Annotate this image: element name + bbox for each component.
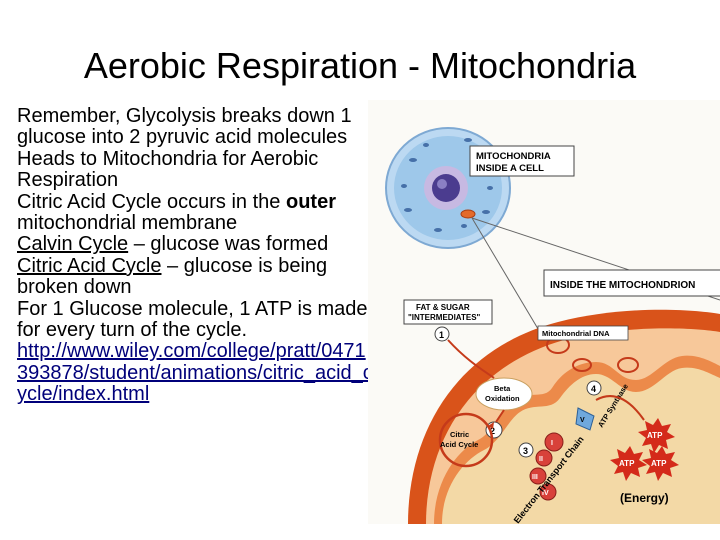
- step-marker-4: 4: [586, 380, 602, 396]
- body-text: Remember, Glycolysis breaks down 1 gluco…: [17, 105, 373, 406]
- citric-location-bold: outer: [285, 190, 336, 213]
- arrow-to-beta: [447, 339, 495, 379]
- complex-2: [535, 449, 553, 467]
- label-mito-line2: INSIDE A CELL: [476, 163, 544, 174]
- atp-burst-1: ATP: [638, 418, 675, 453]
- mitochondria-diagram: MITOCHONDRIA INSIDE A CELL INSIDE THE MI…: [368, 100, 720, 524]
- svg-text:ATP: ATP: [647, 431, 663, 440]
- svg-text:II: II: [539, 456, 543, 463]
- citric-rest: – glucose is being broken down: [17, 254, 328, 299]
- label-energy: (Energy): [620, 491, 669, 505]
- calvin-underlined: Calvin Cycle: [17, 233, 129, 256]
- paragraph-citric-location: Citric Acid Cycle occurs in the outer mi…: [17, 190, 373, 235]
- label-inside-text: INSIDE THE MITOCHONDRION: [550, 280, 695, 291]
- arrow-to-atp: [595, 395, 645, 421]
- arrow-to-citric: [495, 409, 505, 423]
- label-fat-sugar-line1: FAT & SUGAR: [416, 303, 470, 312]
- complex-4: [539, 483, 557, 501]
- complex-1: [544, 432, 564, 452]
- citric-underlined: Citric Acid Cycle: [17, 254, 162, 277]
- paragraph-calvin: Calvin Cycle – glucose was formed: [17, 234, 373, 255]
- citric-location-post: mitochondrial membrane: [17, 212, 238, 235]
- atp-synthase-complex: [575, 407, 595, 431]
- matrix: [442, 367, 720, 524]
- svg-text:3: 3: [523, 446, 528, 456]
- label-fat-sugar-line2: "INTERMEDIATES": [408, 313, 481, 322]
- svg-text:III: III: [532, 474, 538, 481]
- svg-text:IV: IV: [542, 490, 549, 497]
- complex-3: [529, 467, 547, 485]
- svg-text:I: I: [551, 440, 553, 447]
- label-oxidation: Oxidation: [485, 394, 520, 403]
- mitochondrion: [408, 309, 720, 524]
- citric-location-pre: Citric Acid Cycle occurs in the: [17, 190, 286, 213]
- atp-burst-3: ATP: [642, 446, 679, 481]
- mitochondrial-dna: Mitochondrial DNA: [537, 325, 639, 373]
- paragraph-atp: For 1 Glucose molecule, 1 ATP is made fo…: [17, 297, 368, 342]
- svg-text:1: 1: [439, 330, 444, 340]
- label-fat-sugar: FAT & SUGAR "INTERMEDIATES": [403, 299, 493, 325]
- svg-text:ATP: ATP: [619, 459, 635, 468]
- slide-title: Aerobic Respiration - Mitochondria: [83, 45, 637, 86]
- svg-text:4: 4: [591, 384, 596, 394]
- calvin-rest: – glucose was formed: [128, 233, 329, 256]
- label-acid-cycle: Acid Cycle: [440, 440, 478, 449]
- paragraph-mitochondria: Heads to Mitochondria for Aerobic Respir…: [17, 147, 319, 192]
- svg-text:V: V: [580, 417, 585, 424]
- animation-link[interactable]: http://www.wiley.com/college/pratt/04713…: [17, 340, 373, 406]
- label-beta: Beta: [494, 384, 511, 393]
- paragraph-link: http://www.wiley.com/college/pratt/04713…: [17, 341, 373, 405]
- mitochondria-figure: MITOCHONDRIA INSIDE A CELL INSIDE THE MI…: [368, 100, 720, 524]
- svg-text:ATP: ATP: [651, 459, 667, 468]
- beta-oxidation: Beta Oxidation: [475, 377, 533, 411]
- label-inside: INSIDE THE MITOCHONDRION: [543, 269, 720, 297]
- citric-acid-cycle: Citric Acid Cycle: [438, 412, 494, 468]
- nucleus: [432, 174, 460, 202]
- atp-burst-2: ATP: [610, 446, 647, 481]
- nucleolus: [437, 179, 447, 189]
- paragraph-citric-breakdown: Citric Acid Cycle – glucose is being bro…: [17, 254, 373, 299]
- small-mitochondrion: [460, 209, 476, 219]
- label-mito-in-cell: MITOCHONDRIA INSIDE A CELL: [469, 145, 575, 177]
- label-citric: Citric: [450, 430, 469, 439]
- step-marker-1: 1: [434, 326, 450, 342]
- label-dna: Mitochondrial DNA: [542, 329, 610, 338]
- paragraph-glycolysis: Remember, Glycolysis breaks down 1 gluco…: [17, 105, 352, 149]
- step-marker-2: 2: [485, 421, 503, 439]
- cell-organelles: [401, 138, 493, 232]
- step-marker-3: 3: [518, 442, 534, 458]
- label-mito-line1: MITOCHONDRIA: [476, 151, 551, 162]
- svg-text:2: 2: [490, 426, 495, 436]
